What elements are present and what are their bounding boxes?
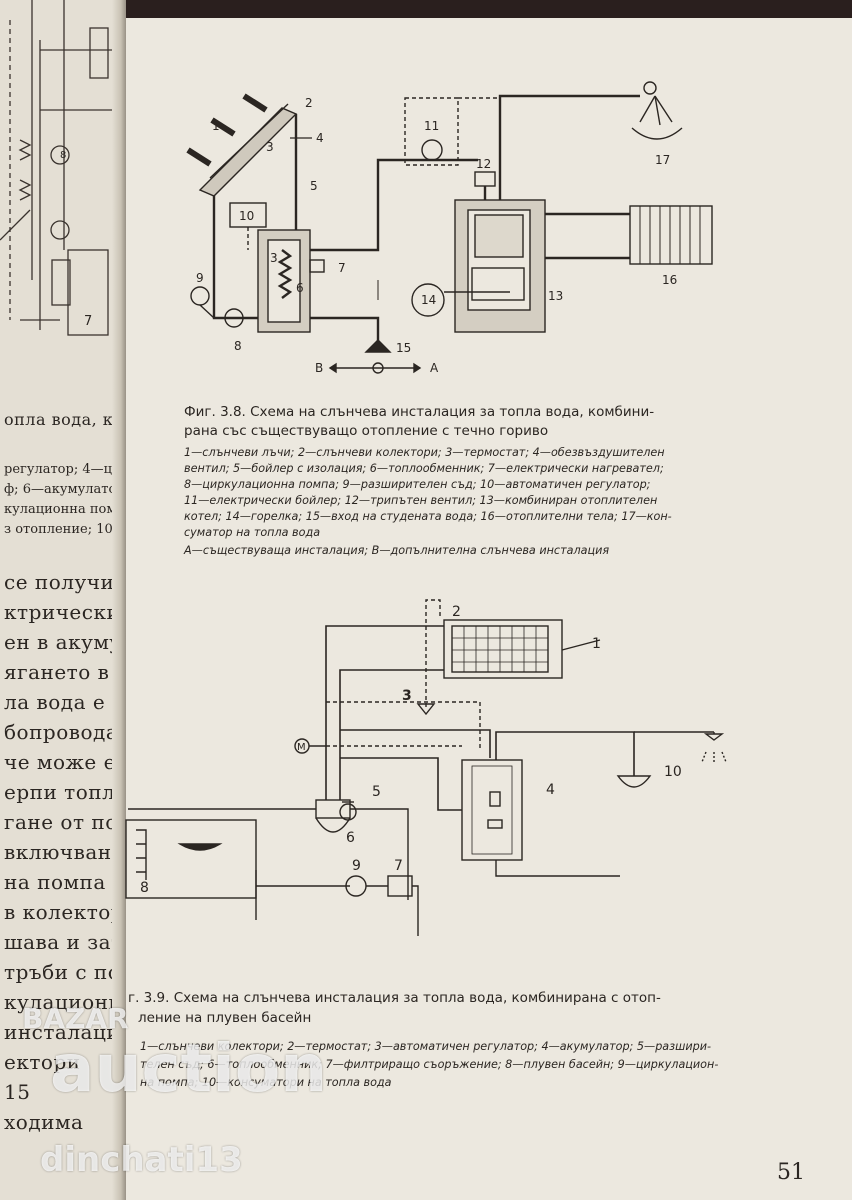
fig39-label-8: 8 bbox=[140, 880, 149, 896]
fig38-label-A: A bbox=[430, 361, 439, 375]
svg-text:7: 7 bbox=[84, 314, 92, 329]
swimming-pool bbox=[125, 819, 257, 899]
figure-3-8-legend-line: 11—електрически бойлер; 12—трипътен вент… bbox=[184, 494, 658, 507]
fig38-label-10: 10 bbox=[239, 209, 254, 223]
radiator bbox=[629, 205, 713, 265]
left-body-line: ектори bbox=[4, 1050, 81, 1074]
cold-water-inlet-arrow bbox=[364, 339, 392, 353]
left-body-line: ерпи топла вод bbox=[4, 780, 125, 804]
left-body-line: кулационната bbox=[4, 990, 125, 1014]
left-heading-fragment: опла вода, комбин bbox=[4, 410, 125, 429]
figure-3-8-caption-title: Фиг. 3.8. Схема на слънчева инсталация з… bbox=[184, 404, 655, 420]
page-number: 51 bbox=[777, 1160, 805, 1185]
figure-3-9-diagram: 1 2 3 4 5 6 7 8 9 10 M bbox=[125, 599, 727, 936]
fig38-label-4: 4 bbox=[316, 131, 324, 145]
watermark-username: dinchati13 bbox=[40, 1140, 243, 1180]
consumer-bowl bbox=[616, 775, 652, 788]
watermark-auction: auction bbox=[50, 1030, 328, 1107]
fig38-label-13: 13 bbox=[548, 289, 563, 303]
fig39-label-3: 3 bbox=[402, 688, 412, 704]
solar-collector-panel bbox=[443, 619, 563, 679]
left-small-line: кулационна помпа; 8— bbox=[4, 502, 125, 517]
sun-ray-arrow bbox=[210, 117, 236, 137]
fig39-label-4: 4 bbox=[546, 782, 555, 798]
left-page: 7 8 опла вода, комбин регулатор; 4—цирку… bbox=[0, 0, 125, 1200]
sun-ray-arrow bbox=[186, 147, 212, 167]
left-body-line: 15 bbox=[4, 1080, 31, 1104]
burner bbox=[411, 283, 445, 317]
left-body-line: в колекторите bbox=[4, 900, 125, 924]
fig38-label-12: 12 bbox=[476, 157, 491, 171]
figure-3-8-legend-line: суматор на топла вода bbox=[184, 526, 321, 539]
figure-3-8-legend-line: вентил; 5—бойлер с изолация; 6—топлообме… bbox=[184, 462, 664, 475]
accumulator-tank bbox=[461, 759, 523, 861]
left-body-line: тръби с по-мал bbox=[4, 960, 125, 984]
figure-3-9-caption-title: ление на плувен басейн bbox=[138, 1010, 312, 1026]
fig38-label-1: 1 bbox=[212, 119, 220, 133]
fig39-label-9: 9 bbox=[352, 858, 361, 874]
hot-water-consumer-shower bbox=[631, 127, 683, 140]
background-surface bbox=[126, 0, 852, 20]
figure-3-8-diagram: 1 2 3 4 5 3 6 7 8 9 10 11 12 13 14 15 16… bbox=[186, 81, 713, 375]
heat-exchanger bbox=[315, 799, 351, 819]
left-page-diagram: 7 8 bbox=[0, 0, 112, 336]
fig38-label-7: 7 bbox=[338, 261, 346, 275]
svg-text:8: 8 bbox=[60, 150, 66, 161]
left-small-line: з отопление; 10—конс bbox=[4, 522, 125, 537]
fig39-label-2: 2 bbox=[452, 604, 461, 620]
fig38-label-2: 2 bbox=[305, 96, 313, 110]
fig38-label-14: 14 bbox=[421, 293, 436, 307]
fig39-label-5: 5 bbox=[372, 784, 381, 800]
fig38-label-6: 6 bbox=[296, 281, 304, 295]
expansion-vessel bbox=[190, 286, 210, 306]
fig39-label-10: 10 bbox=[664, 764, 682, 780]
figure-3-8-caption-title: рана със съществуващо отопление с течно … bbox=[184, 423, 549, 439]
left-body-line: ла вода е една bbox=[4, 690, 125, 714]
fig38-label-B: B bbox=[315, 361, 323, 375]
figure-3-8-legend-line: А—съществуваща инсталация; В—допълнителн… bbox=[184, 544, 610, 557]
figure-3-8-legend-line: 1—слънчеви лъчи; 2—слънчеви колектори; 3… bbox=[184, 446, 665, 459]
left-body-line: гане от повеч bbox=[4, 810, 125, 834]
figure-3-9-legend-line: 1—слънчеви колектори; 2—термостат; 3—авт… bbox=[140, 1040, 712, 1053]
fig39-label-6: 6 bbox=[346, 830, 355, 846]
fig38-label-9: 9 bbox=[196, 271, 204, 285]
fig38-label-5: 5 bbox=[310, 179, 318, 193]
left-body-line: ягането в акуму bbox=[4, 660, 125, 684]
left-body-line: шава и затова bbox=[4, 930, 125, 954]
left-body-line: ходима bbox=[4, 1110, 84, 1134]
fig39-label-M: M bbox=[297, 742, 306, 753]
left-body-line: на помпа скоро bbox=[4, 870, 125, 894]
left-body-line: ен в акумулато bbox=[4, 630, 125, 654]
fig38-label-8: 8 bbox=[234, 339, 242, 353]
fig38-label-3: 3 bbox=[266, 140, 274, 154]
left-body-line: се получи с по bbox=[4, 570, 125, 594]
three-way-valve bbox=[474, 171, 496, 187]
sun-ray-arrow bbox=[242, 93, 268, 113]
fig39-label-7: 7 bbox=[394, 858, 403, 874]
left-body-line: бопровода за по bbox=[4, 720, 125, 744]
fig39-label-1: 1 bbox=[592, 636, 601, 652]
left-body-line: включването н bbox=[4, 840, 125, 864]
left-small-line: регулатор; 4—цирку bbox=[4, 462, 125, 477]
left-body-line: инсталация bbox=[4, 1020, 125, 1044]
figure-3-9-caption-title: г. 3.9. Схема на слънчева инсталация за … bbox=[128, 990, 661, 1006]
heat-exchanger-coil bbox=[277, 249, 293, 299]
left-body-line: ктрически нагре bbox=[4, 600, 125, 624]
watermark-bazar: BAZAR bbox=[22, 1002, 129, 1035]
figure-3-9-legend-line: на помпа; 10—консуматори на топла вода bbox=[140, 1076, 392, 1089]
left-small-line: ф; 6—акумулатор; 5— bbox=[4, 482, 125, 497]
fig38-label-16: 16 bbox=[662, 273, 677, 287]
circulation-pump bbox=[224, 308, 244, 328]
fig38-label-15: 15 bbox=[396, 341, 411, 355]
left-body-line: че може еднов bbox=[4, 750, 125, 774]
figure-3-9-legend-line: телен съд; 6—топлообменник; 7—филтриращо… bbox=[140, 1058, 719, 1071]
figure-3-8-legend-line: 8—циркулационна помпа; 9—разширителен съ… bbox=[184, 478, 651, 491]
figure-3-8-legend-line: котел; 14—горелка; 15—вход на студената … bbox=[184, 510, 672, 523]
fig38-label-3b: 3 bbox=[270, 251, 278, 265]
fig38-label-11: 11 bbox=[424, 119, 439, 133]
fig38-label-17: 17 bbox=[655, 153, 670, 167]
